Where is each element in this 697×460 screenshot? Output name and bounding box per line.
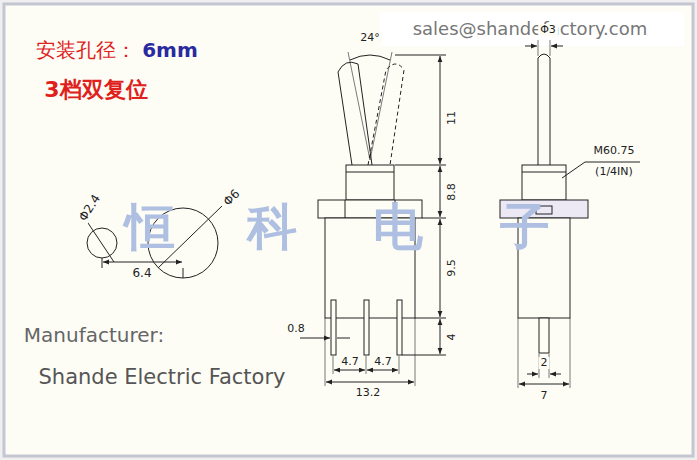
- side-view: [500, 40, 640, 388]
- extension-line: [399, 356, 400, 374]
- extension-line: [325, 318, 326, 386]
- dimension-label: 24°: [358, 32, 382, 44]
- bushing: [522, 165, 566, 200]
- dimension-label: 4.7: [339, 356, 361, 368]
- extension-line: [395, 55, 446, 56]
- leader-line: [562, 162, 585, 178]
- thread-label: (1/4IN): [593, 166, 635, 178]
- dimension-label: 4.7: [372, 356, 394, 368]
- dimension-label: 11: [446, 109, 458, 127]
- dimension-line: [334, 370, 365, 371]
- extension-line: [518, 318, 519, 388]
- dimension-label: 9.5: [446, 257, 458, 279]
- dimension-line: [367, 370, 398, 371]
- front-view: [300, 52, 446, 386]
- watermark: 电: [373, 199, 423, 254]
- extension-line: [366, 356, 367, 374]
- dimension-label: 8.8: [446, 181, 458, 203]
- dimension-label: 6.4: [130, 267, 153, 280]
- frame: [4, 4, 693, 456]
- extension-line: [415, 318, 416, 386]
- thread-label: M60.75: [592, 145, 637, 157]
- dimension-line: [440, 219, 441, 317]
- hole-size-text: 6mm: [142, 39, 198, 61]
- extension-line: [395, 165, 446, 166]
- dimension-label: Φ3: [538, 24, 558, 36]
- extension-line: [102, 258, 103, 268]
- extension-line: [402, 355, 446, 356]
- thread: [346, 172, 394, 173]
- lever: [338, 62, 372, 165]
- extension-line: [550, 40, 551, 56]
- extension-line: [538, 40, 539, 56]
- dimension-line: [440, 319, 441, 354]
- dimension-line: [300, 338, 330, 339]
- watermark: 科: [247, 199, 297, 254]
- terminal: [364, 300, 369, 355]
- terminal: [397, 300, 402, 355]
- lever: [538, 54, 550, 165]
- dimension-line: [326, 382, 414, 383]
- dimension-line: [525, 46, 537, 47]
- function-text: 3档双复位: [44, 78, 147, 102]
- dimension-line: [103, 262, 182, 263]
- watermark: 子: [500, 199, 550, 254]
- dimension-label: 13.2: [354, 387, 383, 399]
- watermark: 恒: [125, 199, 175, 254]
- email-patch: [380, 12, 684, 46]
- nut-edge: [345, 200, 346, 218]
- manufacturer-heading: Manufacturer:: [24, 324, 164, 346]
- extension-line: [415, 318, 446, 319]
- extension-line: [333, 356, 334, 374]
- manufacturer-name: Shande Electric Factory: [39, 366, 286, 389]
- bushing: [346, 165, 394, 200]
- dimension-line: [519, 384, 569, 385]
- dimension-line: [440, 56, 441, 164]
- dimension-line: [527, 374, 538, 375]
- angle-arc: [350, 55, 390, 60]
- thread: [522, 172, 566, 173]
- leader-line: [585, 162, 640, 163]
- dimension-label: 7: [539, 390, 550, 402]
- extension-line: [183, 268, 184, 278]
- dimension-label: 2: [539, 357, 550, 369]
- dimension-line: [440, 166, 441, 217]
- small-hole: [87, 228, 117, 258]
- dimension-label: 4: [446, 332, 458, 343]
- dimension-line: [550, 374, 561, 375]
- terminal: [539, 318, 549, 353]
- email-text: sales@shandefactory.com: [413, 19, 648, 39]
- install-hole-text: 安装孔径：: [36, 39, 136, 61]
- dimension-line: [551, 46, 563, 47]
- terminal: [331, 300, 336, 355]
- dimension-label: 0.8: [285, 323, 307, 335]
- angle-line: [348, 52, 370, 160]
- extension-line: [422, 218, 446, 219]
- dimension-line: [337, 338, 350, 339]
- extension-line: [570, 318, 571, 388]
- angle-line: [370, 52, 392, 160]
- lever-alt: [368, 64, 404, 165]
